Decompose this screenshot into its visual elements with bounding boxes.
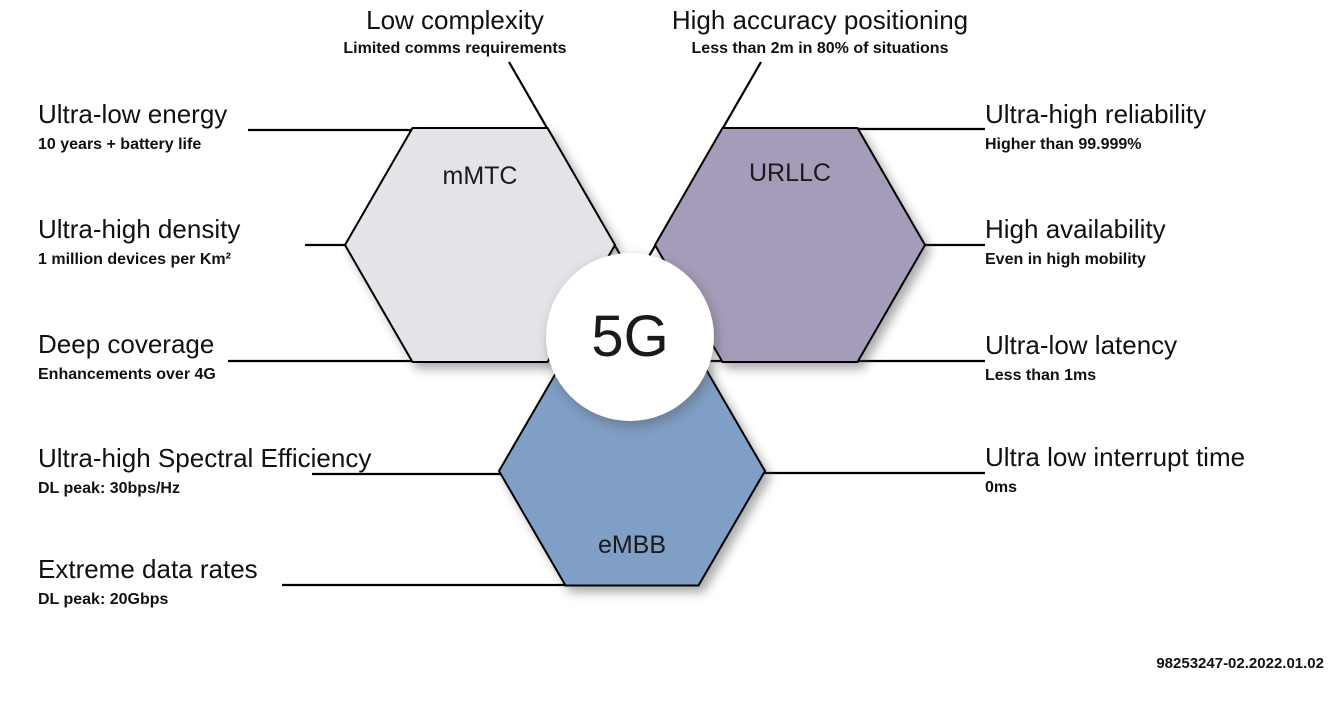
feature-subtitle: 1 million devices per Km² <box>38 250 231 268</box>
feature-title: Ultra-low energy <box>38 99 228 129</box>
feature-ultra-low-latency: Ultra-low latency Less than 1ms <box>985 331 1177 385</box>
feature-ultra-high-density: Ultra-high density 1 million devices per… <box>38 215 240 269</box>
feature-subtitle: Higher than 99.999% <box>985 135 1142 153</box>
feature-high-accuracy-positioning: High accuracy positioning Less than 2m i… <box>640 6 1000 58</box>
feature-title: Ultra low interrupt time <box>985 442 1246 472</box>
feature-title: Extreme data rates <box>38 554 258 584</box>
feature-ultra-high-reliability: Ultra-high reliability Higher than 99.99… <box>985 100 1206 154</box>
hexagon-label-mmtc: mMTC <box>442 162 518 190</box>
feature-subtitle: 0ms <box>985 478 1018 496</box>
hexagon-label-embb: eMBB <box>597 531 667 559</box>
feature-low-complexity: Low complexity Limited comms requirement… <box>280 6 630 58</box>
feature-subtitle: DL peak: 20Gbps <box>38 590 169 608</box>
feature-interrupt-time: Ultra low interrupt time 0ms <box>985 443 1245 497</box>
feature-subtitle: Limited comms requirements <box>343 39 567 57</box>
feature-title: Ultra-low latency <box>985 330 1178 360</box>
feature-spectral-efficiency: Ultra-high Spectral Efficiency DL peak: … <box>38 444 371 498</box>
feature-extreme-data-rates: Extreme data rates DL peak: 20Gbps <box>38 555 258 609</box>
feature-title: Ultra-high reliability <box>985 99 1207 129</box>
feature-subtitle: Less than 1ms <box>985 366 1097 384</box>
document-number: 98253247-02.2022.01.02 <box>1156 655 1324 672</box>
feature-subtitle: 10 years + battery life <box>38 135 202 153</box>
feature-title: Deep coverage <box>38 329 215 359</box>
feature-title: Ultra-high Spectral Efficiency <box>38 443 372 473</box>
feature-high-availability: High availability Even in high mobility <box>985 215 1166 269</box>
hexagon-label-urllc: URLLC <box>749 159 831 187</box>
feature-title: High availability <box>985 214 1166 244</box>
center-circle <box>546 253 714 421</box>
feature-ultra-low-energy: Ultra-low energy 10 years + battery life <box>38 100 227 154</box>
center-label-5g: 5G <box>591 304 669 369</box>
feature-title: Low complexity <box>366 5 544 35</box>
feature-subtitle: DL peak: 30bps/Hz <box>38 479 180 497</box>
hexagon-urllc <box>653 127 927 363</box>
hexagon-mmtc <box>343 127 617 363</box>
feature-subtitle: Less than 2m in 80% of situations <box>691 39 949 57</box>
feature-subtitle: Enhancements over 4G <box>38 365 216 383</box>
feature-subtitle: Even in high mobility <box>985 250 1146 268</box>
feature-deep-coverage: Deep coverage Enhancements over 4G <box>38 330 216 384</box>
feature-title: Ultra-high density <box>38 214 241 244</box>
feature-title: High accuracy positioning <box>671 5 969 35</box>
